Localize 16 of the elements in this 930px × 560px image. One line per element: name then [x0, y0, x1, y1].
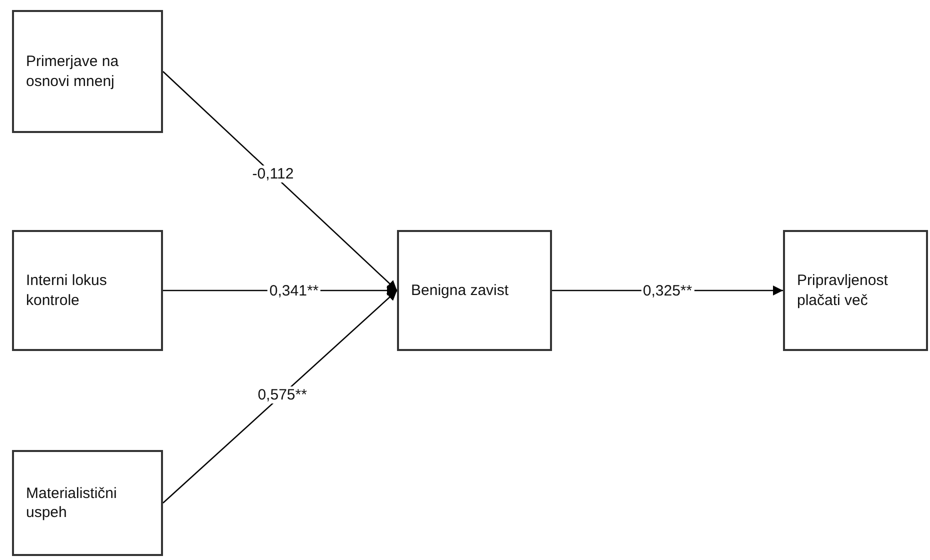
variable-box — [12, 10, 163, 133]
variable-label: Benigna zavist — [411, 280, 509, 300]
variable-label: Pripravljenost plačati več — [797, 271, 889, 310]
edge-label: 0,341** — [267, 282, 321, 299]
variable-box — [12, 230, 163, 351]
edge-label: 0,325** — [640, 282, 694, 299]
variable-label: Primerjave na osnovi mnenj — [26, 52, 120, 91]
edge-label: -0,112 — [250, 166, 296, 183]
variable-label: Interni lokus kontrole — [26, 271, 108, 310]
variable-label: Materialistični uspeh — [26, 484, 118, 522]
variable-box — [783, 230, 928, 351]
arrow — [162, 71, 398, 291]
variable-box — [12, 450, 163, 556]
variable-box — [397, 230, 552, 351]
arrow — [162, 290, 398, 504]
edge-label: 0,575** — [256, 386, 309, 404]
